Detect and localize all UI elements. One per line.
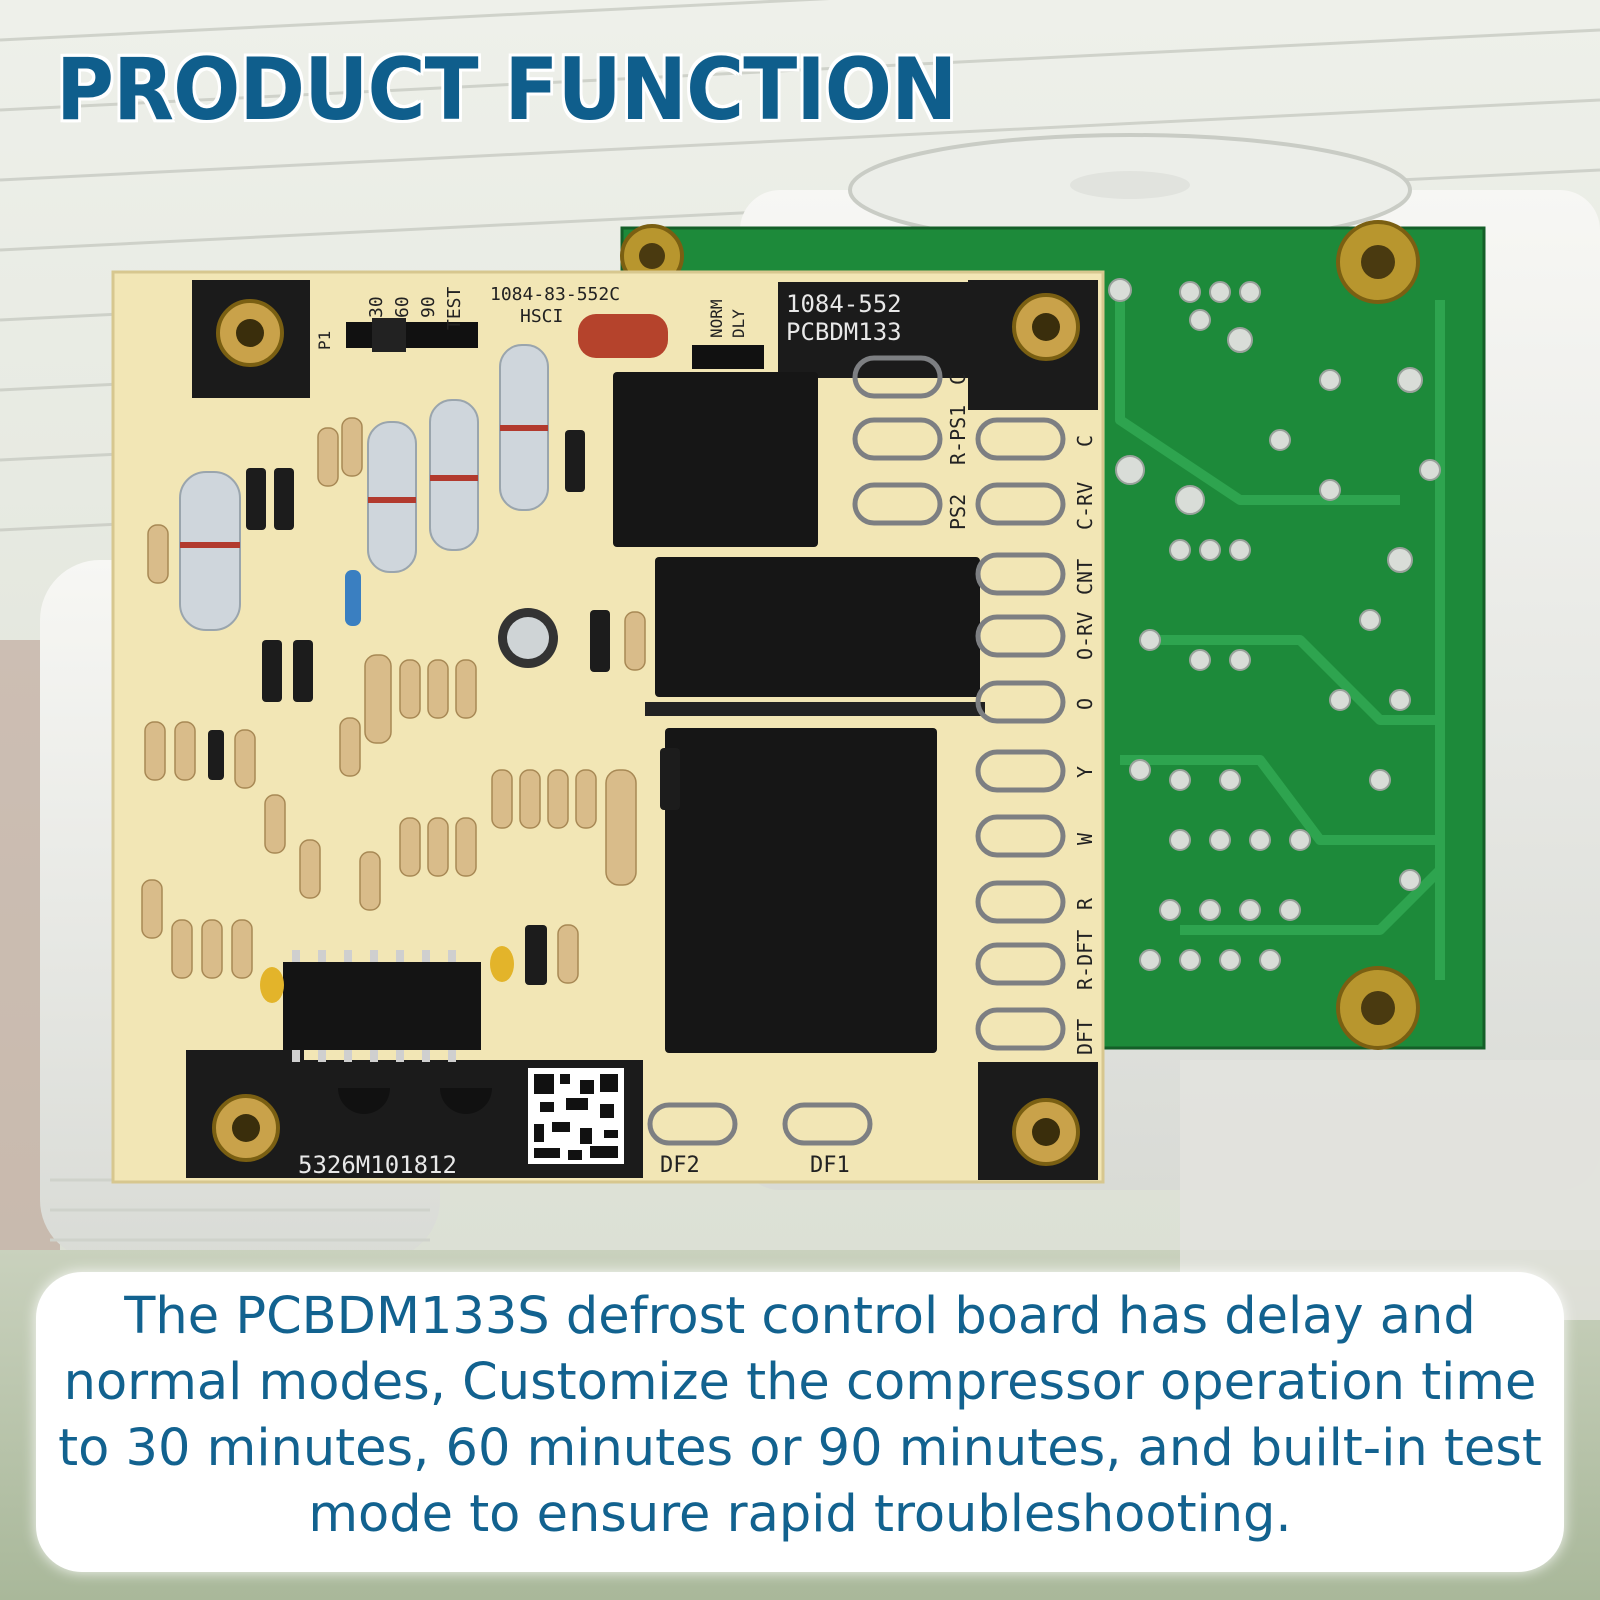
part-code-label: 1084-83-552C (490, 284, 620, 305)
mode-norm-label: NORM (707, 299, 726, 338)
jumper-60-label: 60 (392, 296, 413, 318)
terminal-left-label: C (946, 373, 970, 385)
terminal-right-label: O-RV (1073, 612, 1097, 660)
page-title: PRODUCT FUNCTION (56, 40, 957, 140)
terminal-right-label: C-RV (1073, 482, 1097, 530)
model-label-line1: 1084-552 (786, 290, 902, 318)
terminal-left-label: PS2 (946, 494, 970, 530)
terminal-right-label: Y (1073, 766, 1097, 778)
description-panel: The PCBDM133S defrost control board has … (36, 1272, 1564, 1572)
df2-label: DF2 (660, 1153, 700, 1178)
terminal-right-label: O (1073, 698, 1097, 710)
mode-dly-label: DLY (729, 309, 748, 338)
terminal-right-label: W (1073, 832, 1097, 845)
jumper-test-label: TEST (444, 286, 465, 330)
df1-label: DF1 (810, 1153, 850, 1178)
jumper-90-label: 90 (418, 296, 439, 318)
terminal-right-label: R-DFT (1073, 930, 1097, 990)
terminal-left-label: R-PS1 (946, 405, 970, 465)
description-text: The PCBDM133S defrost control board has … (58, 1287, 1542, 1544)
terminal-right-label: C (1073, 435, 1097, 447)
serial-label: 5326M101812 (298, 1151, 457, 1179)
hsci-label: HSCI (520, 306, 563, 327)
model-label-line2: PCBDM133 (786, 318, 902, 346)
terminal-right-label: DFT (1073, 1019, 1097, 1055)
terminal-right-label: CNT (1073, 559, 1097, 595)
jumper-30-label: 30 (366, 296, 387, 318)
terminal-right-label: R (1073, 897, 1097, 910)
board-front: 1084-83-552C HSCI 1084-552 PCBDM133 5326… (111, 270, 1105, 1184)
p1-label: P1 (315, 331, 334, 350)
